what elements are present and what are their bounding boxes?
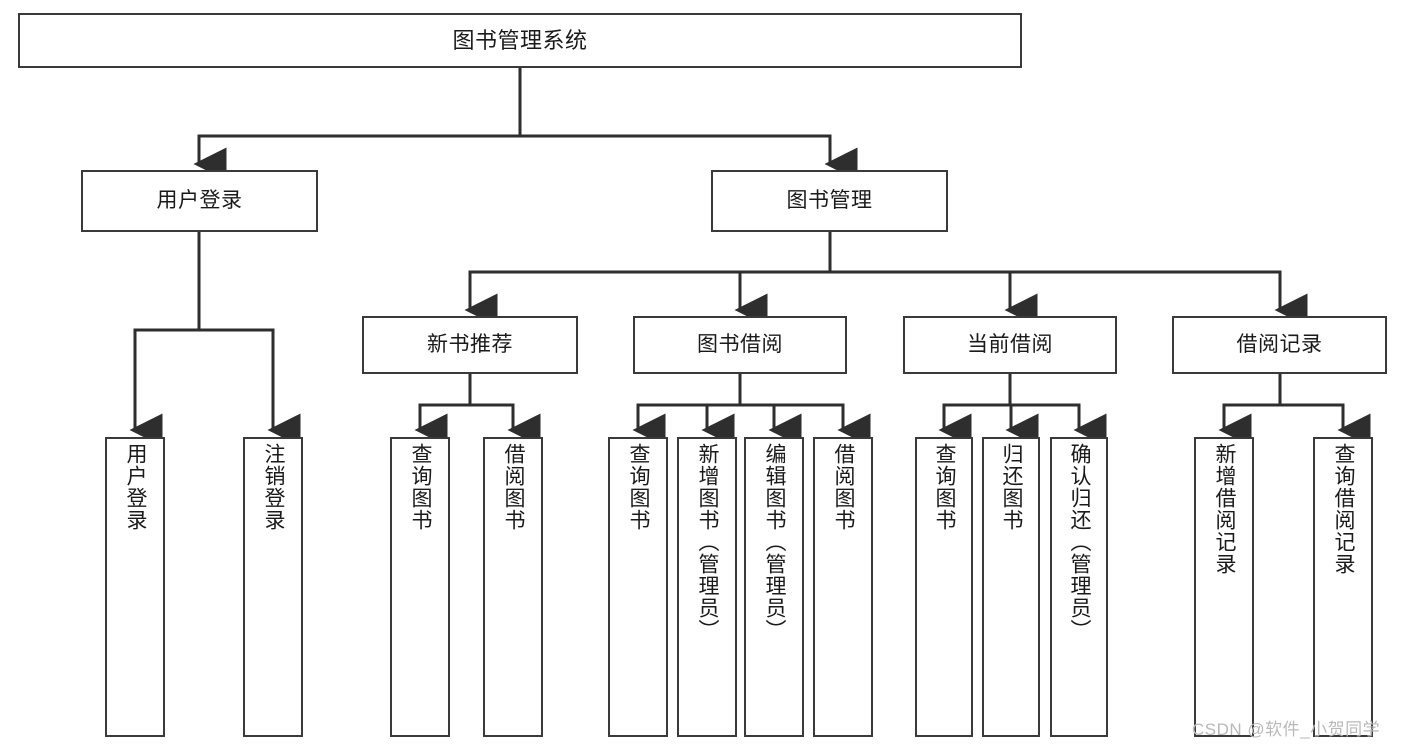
node-book-borrow-label: 图书借阅 — [697, 332, 783, 356]
node-leaf-borrow-edit-label: 编辑图书（管理员） — [763, 443, 787, 641]
node-leaf-user-logout-label: 注销登录 — [262, 443, 286, 531]
node-borrow-record[interactable]: 借阅记录 — [1172, 316, 1387, 374]
node-leaf-current-return[interactable]: 归还图书 — [982, 437, 1040, 737]
node-new-book-recommend-label: 新书推荐 — [427, 332, 513, 356]
node-leaf-record-add[interactable]: 新增借阅记录 — [1194, 437, 1254, 737]
node-leaf-borrow-borrow-label: 借阅图书 — [832, 443, 856, 531]
node-book-management-label: 图书管理 — [786, 188, 873, 212]
node-leaf-current-confirm[interactable]: 确认归还（管理员） — [1050, 437, 1108, 737]
node-leaf-borrow-add-label: 新增图书（管理员） — [696, 443, 720, 641]
node-borrow-record-label: 借阅记录 — [1236, 332, 1323, 356]
node-leaf-newbook-query[interactable]: 查询图书 — [390, 437, 450, 737]
node-leaf-user-login[interactable]: 用户登录 — [105, 437, 165, 737]
node-leaf-newbook-borrow[interactable]: 借阅图书 — [483, 437, 543, 737]
node-leaf-record-add-label: 新增借阅记录 — [1213, 443, 1237, 575]
csdn-watermark: CSDN @软件_小贺同学 — [1192, 720, 1381, 739]
node-leaf-borrow-add[interactable]: 新增图书（管理员） — [677, 437, 737, 737]
node-leaf-borrow-borrow[interactable]: 借阅图书 — [813, 437, 873, 737]
node-leaf-current-query[interactable]: 查询图书 — [915, 437, 973, 737]
node-book-management[interactable]: 图书管理 — [711, 170, 948, 232]
node-root[interactable]: 图书管理系统 — [18, 13, 1022, 68]
node-book-borrow[interactable]: 图书借阅 — [633, 316, 847, 374]
node-leaf-current-return-label: 归还图书 — [1000, 443, 1024, 531]
node-leaf-newbook-query-label: 查询图书 — [409, 443, 433, 531]
node-leaf-borrow-query[interactable]: 查询图书 — [608, 437, 668, 737]
node-user-login[interactable]: 用户登录 — [81, 170, 318, 232]
node-leaf-current-confirm-label: 确认归还（管理员） — [1068, 443, 1092, 641]
node-leaf-current-query-label: 查询图书 — [933, 443, 957, 531]
node-leaf-borrow-query-label: 查询图书 — [627, 443, 651, 531]
node-current-borrow-label: 当前借阅 — [967, 332, 1053, 356]
node-leaf-borrow-edit[interactable]: 编辑图书（管理员） — [744, 437, 804, 737]
node-root-label: 图书管理系统 — [452, 27, 588, 53]
node-new-book-recommend[interactable]: 新书推荐 — [362, 316, 578, 374]
node-leaf-newbook-borrow-label: 借阅图书 — [502, 443, 526, 531]
node-user-login-label: 用户登录 — [156, 188, 243, 212]
node-leaf-user-login-label: 用户登录 — [124, 443, 148, 531]
node-current-borrow[interactable]: 当前借阅 — [903, 316, 1117, 374]
node-leaf-record-query-label: 查询借阅记录 — [1332, 443, 1356, 575]
node-leaf-user-logout[interactable]: 注销登录 — [243, 437, 303, 737]
node-leaf-record-query[interactable]: 查询借阅记录 — [1313, 437, 1373, 737]
